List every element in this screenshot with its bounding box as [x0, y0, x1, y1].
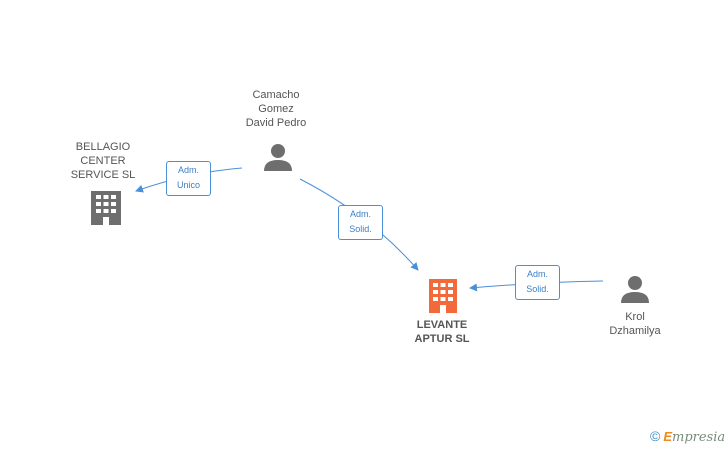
building-icon[interactable] — [90, 190, 122, 226]
node-label-line: LEVANTE — [416, 319, 468, 331]
edge-badge-line: Solid. — [526, 284, 549, 294]
edge-badge-line: Adm. — [177, 165, 199, 175]
node-label-line: Gomez — [258, 103, 294, 115]
edge-badge-camacho-bellagio[interactable]: Adm. Unico — [166, 161, 211, 196]
node-label-krol[interactable]: Krol Dzhamilya — [590, 310, 680, 338]
node-label-bellagio[interactable]: BELLAGIO CENTER SERVICE SL — [58, 140, 148, 182]
brand-watermark: ©Empresia — [650, 428, 725, 445]
person-icon[interactable] — [620, 274, 650, 304]
building-icon[interactable] — [428, 278, 458, 314]
edge-badge-line: Adm. — [526, 269, 548, 279]
person-icon[interactable] — [263, 142, 293, 172]
node-label-line: Camacho — [252, 89, 300, 101]
edge-badge-line: Unico — [176, 180, 200, 190]
edge-badge-krol-levante[interactable]: Adm. Solid. — [515, 265, 560, 300]
node-label-line: Dzhamilya — [609, 325, 661, 337]
copyright-icon: © — [650, 428, 661, 444]
node-label-line: APTUR SL — [414, 333, 470, 345]
node-label-camacho[interactable]: Camacho Gomez David Pedro — [230, 88, 322, 130]
node-label-line: David Pedro — [245, 117, 307, 129]
node-label-line: CENTER — [80, 155, 126, 167]
edge-badge-camacho-levante[interactable]: Adm. Solid. — [338, 205, 383, 240]
brand-name: mpresia — [672, 430, 726, 445]
node-label-line: SERVICE SL — [70, 169, 136, 181]
edge-badge-line: Adm. — [349, 209, 371, 219]
brand-e-logo: E — [663, 429, 672, 444]
node-label-line: BELLAGIO — [75, 141, 131, 153]
node-label-levante[interactable]: LEVANTE APTUR SL — [396, 318, 488, 346]
edge-badge-line: Solid. — [349, 224, 372, 234]
node-label-line: Krol — [625, 311, 645, 323]
